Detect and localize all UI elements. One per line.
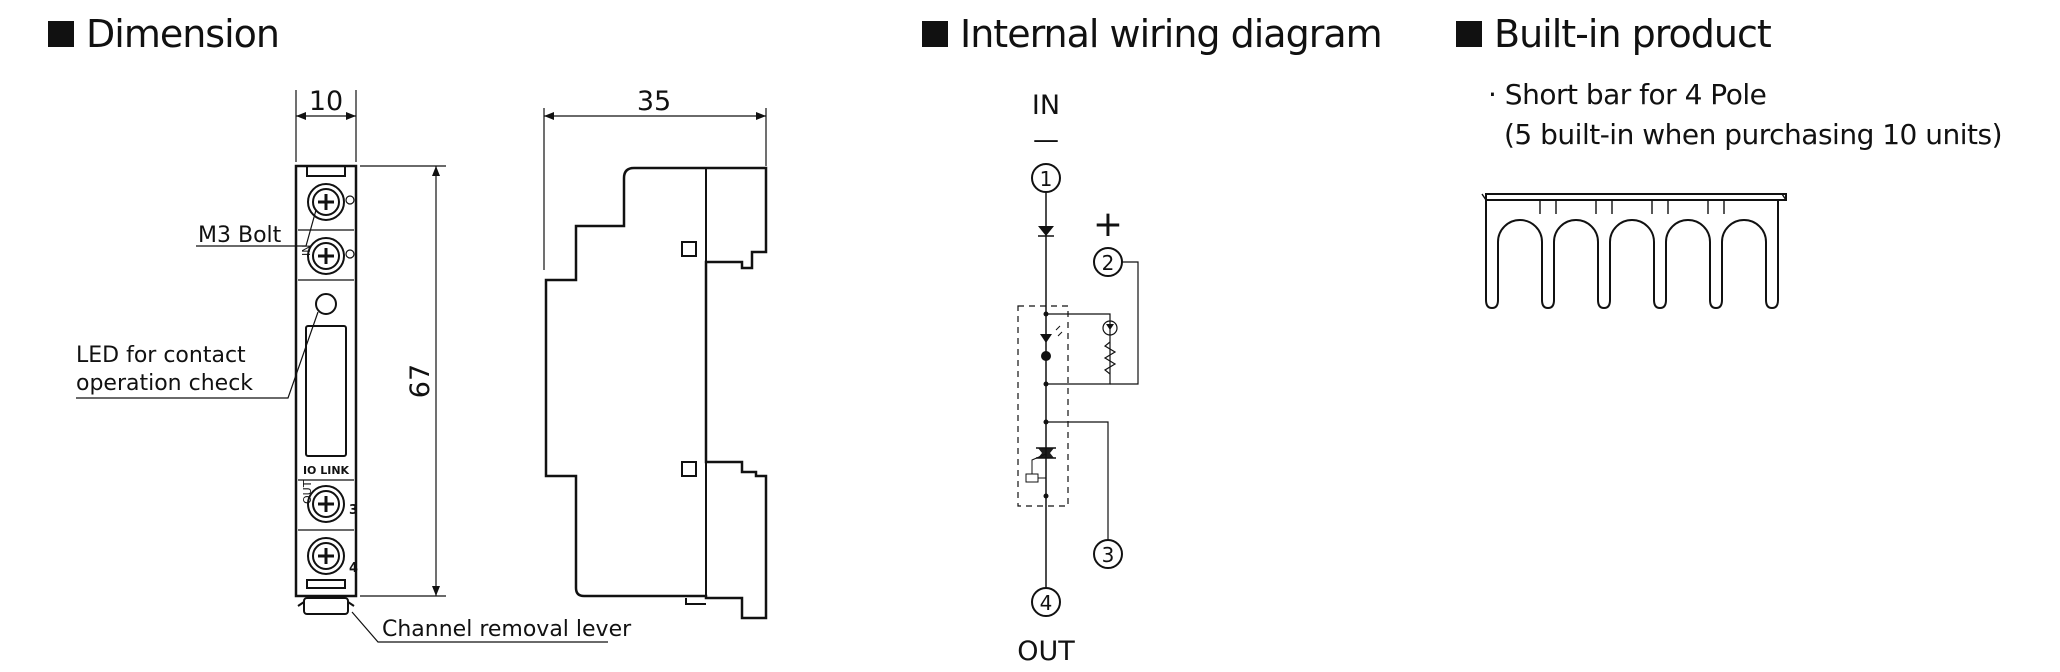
square-bullet-icon [922,21,948,47]
wiring-terminal-3: 3 [1102,543,1115,567]
side-view: 35 [543,86,768,620]
led-indicator [315,293,337,315]
height-dimension-label: 67 [405,364,436,398]
square-bullet-icon [48,21,74,47]
brand-mark: IO LINK [303,464,350,477]
wiring-in-label: IN [1032,90,1060,121]
wiring-diagram: IN — + 1 2 3 4 OUT [1017,90,1139,667]
label-window [305,325,347,457]
heading-dimension: Dimension [48,12,280,56]
lever-label: Channel removal lever [382,617,632,642]
screw-terminal-4 [307,537,345,575]
square-bullet-icon [1456,21,1482,47]
out-mark: OUT [301,480,314,504]
short-bar-drawing [1481,193,1787,310]
builtin-note-line1: · Short bar for 4 Pole [1488,78,1767,111]
terminal-4-mark: 4 [349,561,358,576]
screw-terminal-1 [307,183,345,221]
terminal-3-mark: 3 [349,503,358,518]
heading-wiring-text: Internal wiring diagram [960,12,1383,56]
wiring-terminal-2: 2 [1102,251,1115,275]
screw-terminal-2 [307,237,345,275]
led-label-line1: LED for contact [76,343,246,368]
depth-dimension-label: 35 [637,86,671,117]
wiring-terminal-1: 1 [1040,167,1053,191]
led-label-line2: operation check [76,371,253,396]
heading-dimension-text: Dimension [86,12,280,56]
heading-builtin-text: Built-in product [1494,12,1772,56]
builtin-note-line2: (5 built-in when purchasing 10 units) [1504,118,2003,151]
heading-builtin: Built-in product [1456,12,1772,56]
front-view: 10 IN OUT 3 4 [76,86,632,643]
in-mark: IN [300,245,313,256]
wiring-out-label: OUT [1017,636,1075,667]
heading-wiring: Internal wiring diagram [922,12,1383,56]
plus-sign: + [1093,204,1123,245]
minus-sign: — [1033,125,1059,155]
width-dimension-label: 10 [309,86,343,117]
m3-bolt-label: M3 Bolt [198,223,282,248]
screw-terminal-3 [307,485,345,523]
wiring-terminal-4: 4 [1040,591,1053,615]
